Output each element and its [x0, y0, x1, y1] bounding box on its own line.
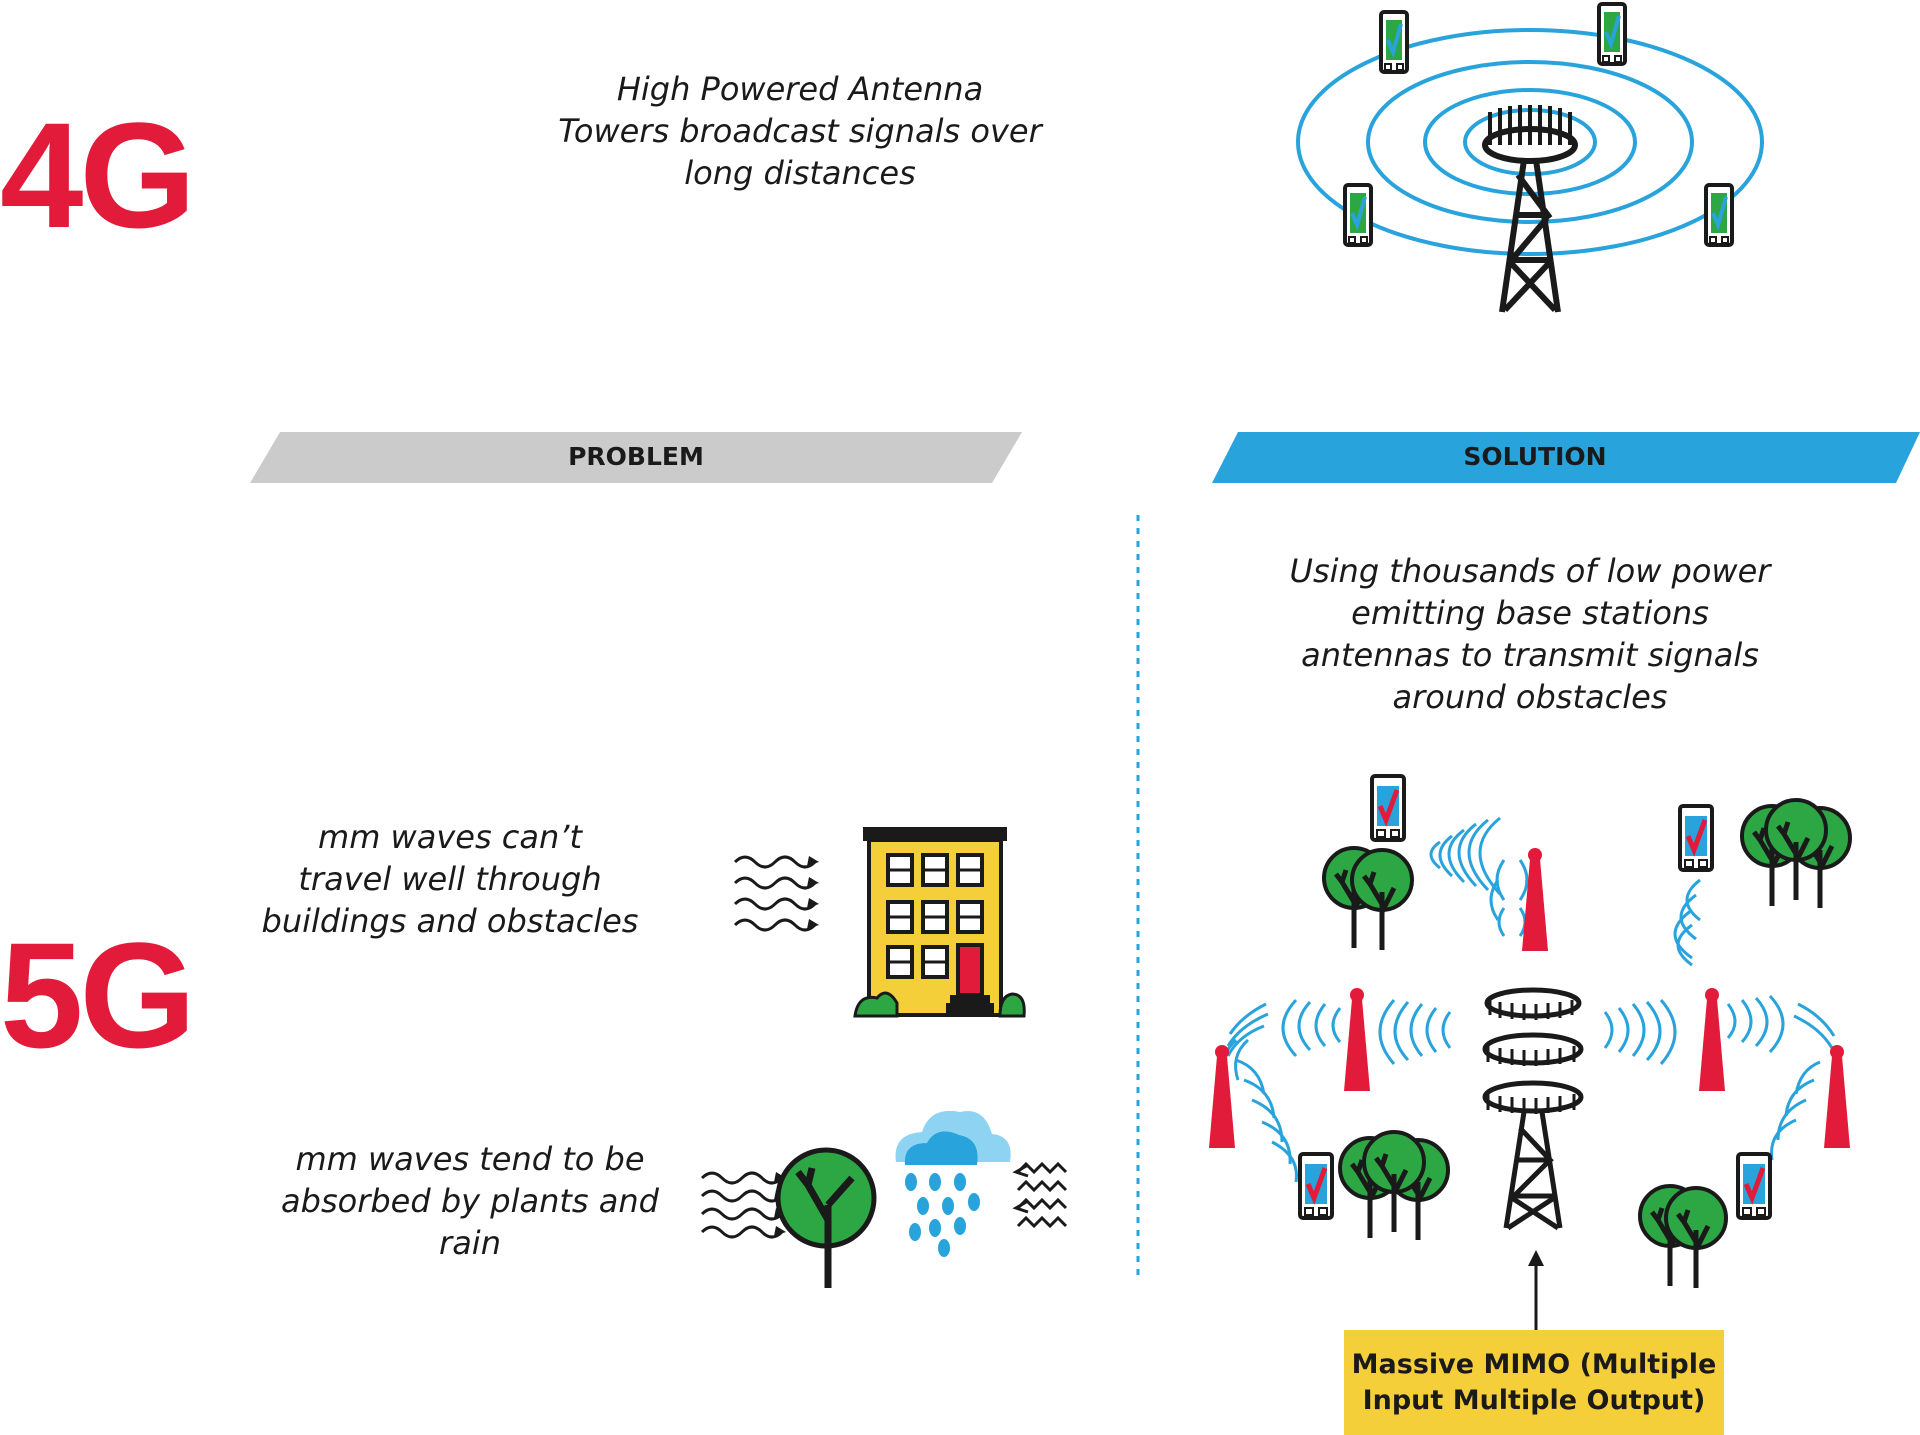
- small-cell-icon: [1824, 1045, 1850, 1148]
- mimo-label-box: Massive MIMO (Multiple Input Multiple Ou…: [1344, 1330, 1724, 1435]
- mimo-label: Massive MIMO (Multiple Input Multiple Ou…: [1351, 1348, 1717, 1416]
- phone-icon: [1597, 2, 1627, 66]
- phone-icon: [1300, 1154, 1332, 1218]
- tree-icon: [1340, 1132, 1448, 1240]
- problem-banner: PROBLEM: [568, 442, 704, 471]
- wave-icon: [1012, 1162, 1068, 1228]
- 4g-caption: High Powered Antenna Towers broadcast si…: [558, 70, 1042, 192]
- tree-icon: [775, 1147, 877, 1288]
- tree-icon: [1742, 800, 1850, 908]
- wave-icon: [700, 1170, 788, 1239]
- signal-ring-middle: [1366, 60, 1694, 224]
- 4g-tower-illustration: [1296, 2, 1764, 313]
- small-cell-icon: [1699, 988, 1725, 1091]
- mimo-tower-icon: [1482, 987, 1584, 1231]
- tree-icon: [1324, 848, 1412, 950]
- small-cell-icon: [1344, 988, 1370, 1091]
- 5g-label: 5G: [0, 911, 196, 1079]
- signal-ring-outer: [1296, 28, 1764, 256]
- small-cell-icon: [1522, 848, 1548, 951]
- phone-icon: [1379, 10, 1409, 74]
- 4g-label: 4G: [0, 91, 196, 259]
- problem-plants-caption: mm waves tend to be absorbed by plants a…: [281, 1140, 659, 1262]
- building-icon: [853, 827, 1026, 1018]
- solution-caption: Using thousands of low power emitting ba…: [1289, 552, 1771, 716]
- phone-icon: [1343, 183, 1373, 247]
- problem-banner-shape: [250, 432, 1022, 483]
- 5g-network-illustration: [1209, 776, 1850, 1330]
- phone-icon: [1680, 806, 1712, 870]
- problem-buildings-caption: mm waves can’t travel well through build…: [261, 818, 639, 940]
- small-cell-icon: [1209, 1045, 1235, 1148]
- phone-icon: [1738, 1154, 1770, 1218]
- solution-banner-shape: [1212, 432, 1920, 483]
- phone-icon: [1372, 776, 1404, 840]
- wave-icon: [733, 854, 821, 932]
- solution-banner: SOLUTION: [1463, 442, 1607, 471]
- tower-icon: [1482, 105, 1578, 313]
- tree-icon: [1640, 1186, 1726, 1288]
- rain-cloud-icon: [895, 1110, 1011, 1257]
- phone-icon: [1704, 183, 1734, 247]
